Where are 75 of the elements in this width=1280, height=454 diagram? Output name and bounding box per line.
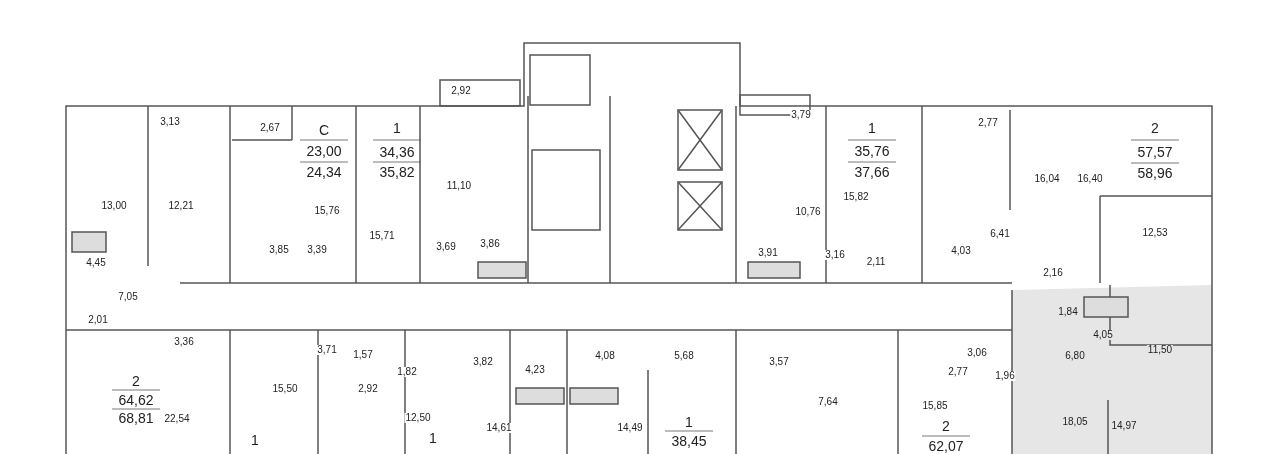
room-area-label: 4,05 <box>1092 330 1114 340</box>
room-area-label: 7,05 <box>117 292 139 302</box>
apartment-area-label: 23,00 <box>305 144 343 158</box>
apartment-area-label: 57,57 <box>1136 145 1174 159</box>
room-area-label: 2,92 <box>450 86 472 96</box>
room-area-label: 15,82 <box>842 192 870 202</box>
apartment-area-label: С <box>317 123 331 137</box>
room-area-label: 2,67 <box>259 123 281 133</box>
apartment-area-label: 62,07 <box>927 439 965 453</box>
room-area-label: 2,77 <box>977 118 999 128</box>
room-area-label: 3,82 <box>472 357 494 367</box>
room-area-label: 3,69 <box>435 242 457 252</box>
room-area-label: 15,85 <box>921 401 949 411</box>
room-area-label: 15,76 <box>313 206 341 216</box>
room-area-label: 11,10 <box>445 181 473 191</box>
apartment-area-label: 1 <box>392 121 402 135</box>
apartment-area-label: 1 <box>250 433 260 447</box>
room-area-label: 1,96 <box>994 371 1016 381</box>
room-area-label: 5,68 <box>673 351 695 361</box>
apartment-area-label: 38,45 <box>670 434 708 448</box>
room-area-label: 3,16 <box>824 250 846 260</box>
room-area-label: 10,76 <box>794 207 822 217</box>
room-area-label: 4,03 <box>950 246 972 256</box>
room-area-label: 12,50 <box>404 413 432 423</box>
room-area-label: 1,82 <box>396 367 418 377</box>
apartment-area-label: 1 <box>684 415 694 429</box>
room-area-label: 6,80 <box>1064 351 1086 361</box>
room-area-label: 13,00 <box>100 201 128 211</box>
apartment-area-label: 34,36 <box>378 145 416 159</box>
room-area-label: 2,92 <box>357 384 379 394</box>
room-area-label: 4,45 <box>85 258 107 268</box>
apartment-area-label: 1 <box>867 121 877 135</box>
apartment-area-label: 68,81 <box>117 411 155 425</box>
room-area-label: 3,13 <box>159 117 181 127</box>
room-area-label: 3,57 <box>768 357 790 367</box>
room-area-label: 3,86 <box>479 239 501 249</box>
room-area-label: 14,97 <box>1110 421 1138 431</box>
room-area-label: 6,41 <box>989 229 1011 239</box>
room-area-label: 3,06 <box>966 348 988 358</box>
room-area-label: 3,39 <box>306 245 328 255</box>
apartment-area-label: 35,76 <box>853 144 891 158</box>
room-area-label: 3,71 <box>316 345 338 355</box>
room-area-label: 3,91 <box>757 248 779 258</box>
room-area-label: 22,54 <box>163 414 191 424</box>
room-area-label: 14,49 <box>616 423 644 433</box>
room-area-label: 18,05 <box>1061 417 1089 427</box>
room-area-label: 15,50 <box>271 384 299 394</box>
room-area-label: 2,16 <box>1042 268 1064 278</box>
apartment-area-label: 2 <box>131 374 141 388</box>
apartment-area-label: 1 <box>428 431 438 445</box>
room-area-label: 3,79 <box>790 110 812 120</box>
apartment-area-label: 64,62 <box>117 393 155 407</box>
room-area-label: 1,84 <box>1057 307 1079 317</box>
room-area-label: 1,57 <box>352 350 374 360</box>
room-area-label: 14,61 <box>485 423 513 433</box>
room-area-label: 4,23 <box>524 365 546 375</box>
room-area-label: 11,50 <box>1146 345 1174 355</box>
room-area-label: 16,04 <box>1033 174 1061 184</box>
room-area-label: 12,53 <box>1141 228 1169 238</box>
room-area-label: 7,64 <box>817 397 839 407</box>
apartment-area-label: 37,66 <box>853 165 891 179</box>
apartment-area-label: 35,82 <box>378 165 416 179</box>
room-area-label: 15,71 <box>368 231 396 241</box>
room-area-label: 16,40 <box>1076 174 1104 184</box>
apartment-area-label: 24,34 <box>305 165 343 179</box>
room-area-label: 12,21 <box>167 201 195 211</box>
room-area-label: 4,08 <box>594 351 616 361</box>
room-area-label: 3,85 <box>268 245 290 255</box>
apartment-area-label: 2 <box>941 419 951 433</box>
room-area-label: 3,36 <box>173 337 195 347</box>
room-area-label: 2,77 <box>947 367 969 377</box>
apartment-area-label: 58,96 <box>1136 166 1174 180</box>
room-area-label: 2,01 <box>87 315 109 325</box>
room-area-label: 2,11 <box>865 257 887 267</box>
apartment-area-label: 2 <box>1150 121 1160 135</box>
